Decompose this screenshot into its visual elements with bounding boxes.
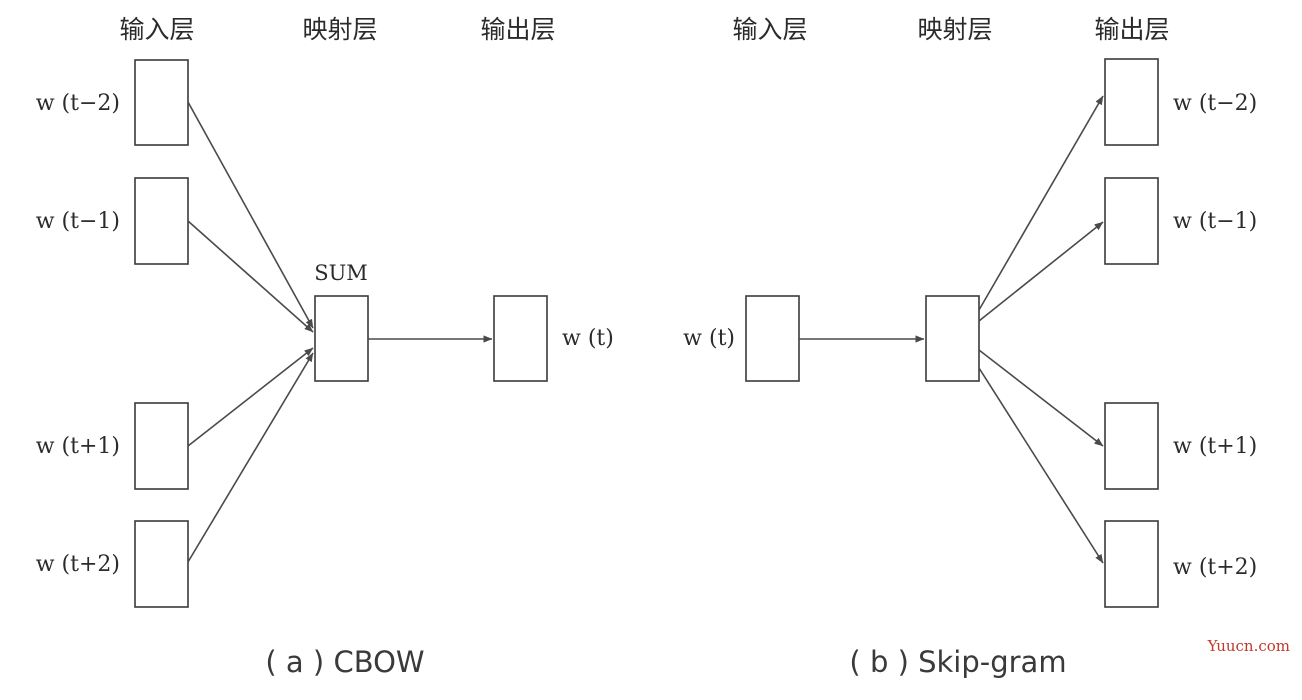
skipgram-input-node [745, 295, 800, 382]
cbow-projection-layer-header: 映射层 [302, 15, 377, 44]
cbow-panel: 输入层 映射层 输出层 SUM w (t−2) w (t−1) w (t+1) … [36, 15, 614, 679]
skipgram-label-t-minus-2: w (t−2) [1173, 91, 1257, 116]
cbow-label-t-plus-1: w (t+1) [36, 434, 120, 459]
cbow-label-t-minus-1: w (t−1) [36, 209, 120, 234]
skipgram-label-t-plus-1: w (t+1) [1173, 434, 1257, 459]
cbow-input-node-t-minus-2 [134, 59, 189, 146]
cbow-label-t: w (t) [562, 326, 614, 351]
cbow-output-layer-header: 输出层 [480, 15, 555, 44]
cbow-label-t-minus-2: w (t−2) [36, 91, 120, 116]
skipgram-output-node-t-plus-2 [1104, 520, 1159, 608]
skipgram-projection-layer-header: 映射层 [917, 15, 992, 44]
cbow-edge-t-minus-2-to-sum [187, 101, 314, 329]
skipgram-label-t-minus-1: w (t−1) [1173, 209, 1257, 234]
skipgram-edge-projection-to-t-plus-1 [978, 349, 1104, 447]
cbow-input-node-t-plus-1 [134, 402, 189, 490]
watermark: Yuucn.com [1207, 637, 1290, 655]
cbow-edge-t-minus-1-to-sum [187, 220, 314, 333]
cbow-edge-t-plus-2-to-sum [187, 352, 314, 563]
cbow-input-node-t-minus-1 [134, 177, 189, 265]
skipgram-label-t-plus-2: w (t+2) [1173, 555, 1257, 580]
skipgram-output-layer-header: 输出层 [1094, 15, 1169, 44]
cbow-input-layer-header: 输入层 [119, 15, 194, 44]
cbow-sum-label: SUM [314, 261, 368, 285]
skipgram-edge-projection-to-t-minus-1 [978, 221, 1104, 322]
skipgram-input-layer-header: 输入层 [732, 15, 807, 44]
skipgram-label-t: w (t) [683, 326, 735, 351]
skipgram-output-node-t-plus-1 [1104, 402, 1159, 490]
cbow-input-node-t-plus-2 [134, 520, 189, 608]
skipgram-output-node-t-minus-2 [1104, 58, 1159, 146]
skipgram-projection-node [925, 295, 980, 382]
skipgram-output-node-t-minus-1 [1104, 177, 1159, 265]
skipgram-edge-projection-to-t-plus-2 [978, 367, 1104, 564]
cbow-caption: ( a ) CBOW [265, 645, 424, 679]
skipgram-caption: ( b ) Skip-gram [849, 645, 1066, 679]
cbow-sum-node [314, 295, 369, 382]
skipgram-panel: 输入层 映射层 输出层 w (t) w (t−2) w (t−1) w (t+1… [683, 15, 1257, 679]
cbow-edge-t-plus-1-to-sum [187, 347, 314, 447]
cbow-output-node [493, 295, 548, 382]
skipgram-edge-projection-to-t-minus-2 [978, 95, 1104, 311]
cbow-label-t-plus-2: w (t+2) [36, 552, 120, 577]
